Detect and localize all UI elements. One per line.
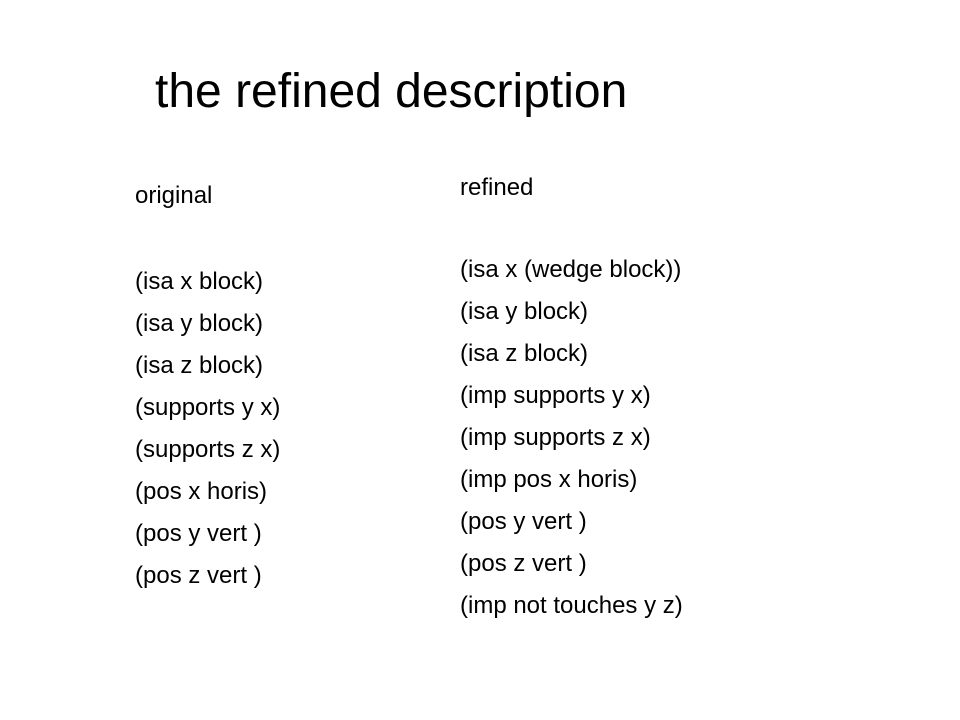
- refined-heading: refined: [460, 174, 534, 201]
- refined-item: (imp pos x horis): [460, 466, 638, 493]
- refined-list: (isa x (wedge block)) (isa y block) (isa…: [460, 249, 683, 627]
- original-item: (isa z block): [135, 352, 264, 379]
- refined-item: (imp not touches y z): [460, 592, 683, 619]
- original-item: (supports z x): [135, 436, 281, 463]
- refined-column: refined (isa x (wedge block)) (isa y blo…: [460, 167, 683, 627]
- original-item: (isa y block): [135, 310, 264, 337]
- refined-item: (isa z block): [460, 340, 589, 367]
- original-item: (pos y vert ): [135, 520, 262, 547]
- original-column: original (isa x block) (isa y block) (is…: [135, 175, 280, 597]
- refined-item: (imp supports y x): [460, 382, 651, 409]
- original-heading: original: [135, 182, 213, 209]
- slide-title: the refined description: [155, 65, 628, 118]
- refined-item: (pos z vert ): [460, 550, 587, 577]
- refined-item: (imp supports z x): [460, 424, 651, 451]
- spacer: [135, 217, 280, 261]
- original-item: (pos x horis): [135, 478, 268, 505]
- original-list: (isa x block) (isa y block) (isa z block…: [135, 261, 280, 597]
- refined-item: (isa x (wedge block)): [460, 256, 682, 283]
- original-item: (supports y x): [135, 394, 281, 421]
- original-item: (pos z vert ): [135, 562, 262, 589]
- spacer: [460, 209, 683, 249]
- original-item: (isa x block): [135, 268, 264, 295]
- refined-item: (pos y vert ): [460, 508, 587, 535]
- refined-item: (isa y block): [460, 298, 589, 325]
